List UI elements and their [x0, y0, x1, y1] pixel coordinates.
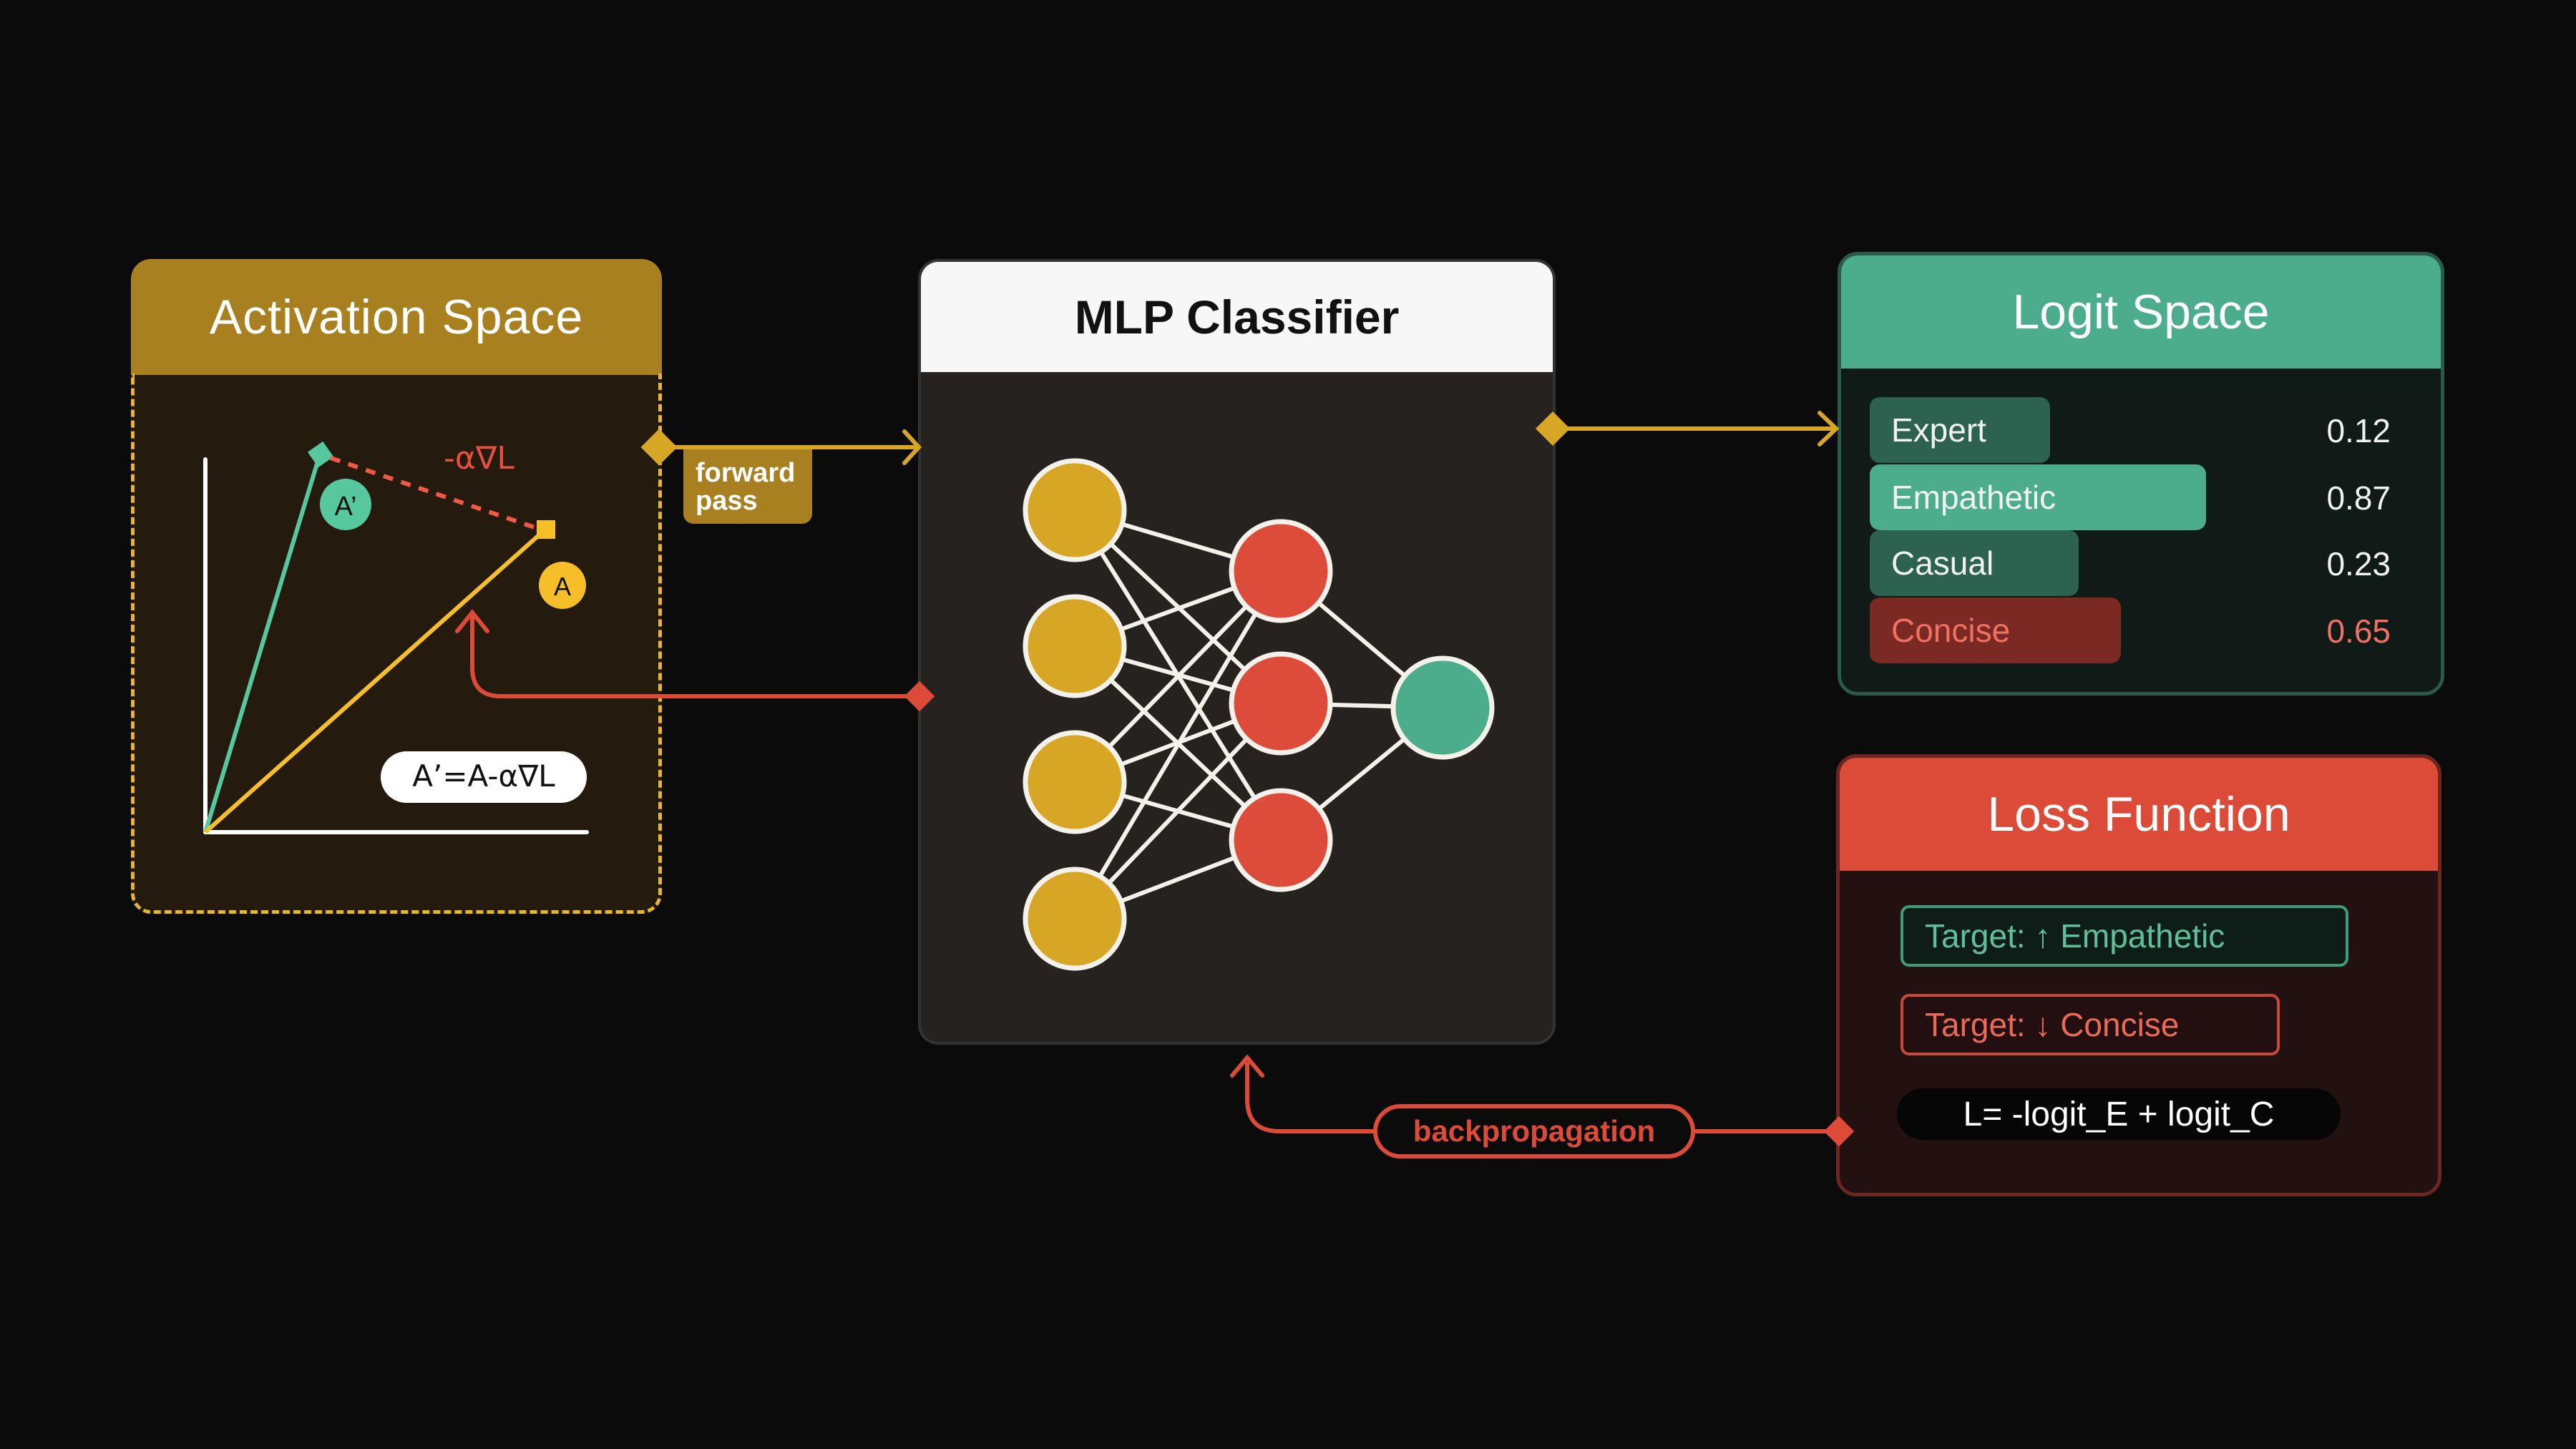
a-prime-badge-label: A’: [335, 492, 357, 522]
logit-bar-casual: Casual: [1870, 530, 2079, 596]
backpropagation-label: backpropagation: [1413, 1114, 1655, 1148]
activation-update-arrow: [470, 614, 919, 698]
backpropagation-diamond: [1823, 1116, 1855, 1147]
logit-value-casual: 0.23: [2326, 545, 2391, 582]
activation-update-diamond: [904, 680, 935, 712]
hidden-node: [1229, 519, 1333, 623]
input-node: [1023, 594, 1127, 698]
logit-space-title: Logit Space: [1841, 255, 2441, 369]
backpropagation-arrowhead: [1230, 1054, 1264, 1078]
a-prime-badge: [320, 479, 371, 530]
loss-function-title: Loss Function: [1840, 758, 2438, 871]
output-node: [1390, 655, 1495, 760]
logit-value-expert: 0.12: [2326, 412, 2391, 449]
logit-arrowhead: [1818, 411, 1840, 447]
mlp-classifier-panel: MLP Classifier: [918, 259, 1556, 1045]
neural-network: [1023, 458, 1495, 971]
activation-space-dashed-border: [131, 374, 662, 914]
gradient-label: -α∇L: [444, 440, 514, 477]
input-node: [1023, 458, 1127, 562]
logit-bar-empathetic: Empathetic: [1870, 464, 2206, 530]
vector-a-prime-head: [307, 441, 334, 468]
forward-pass-diamond: [640, 429, 678, 466]
update-formula-pill: [381, 751, 587, 803]
logit-bar-concise: Concise: [1870, 597, 2121, 663]
backpropagation-arrow: [1245, 1062, 1839, 1133]
logit-arrow-diamond: [1535, 411, 1571, 447]
logit-value-empathetic: 0.87: [2326, 479, 2391, 517]
activation-axes: [203, 457, 589, 834]
forward-pass-label-line1: forward: [696, 458, 795, 488]
a-badge: [539, 562, 586, 609]
target-concise-box: Target: ↓ Concise: [1901, 994, 2280, 1055]
forward-pass-arrowhead: [902, 429, 922, 465]
nn-connection: [1073, 570, 1283, 920]
vector-a: [204, 527, 547, 834]
vector-a-prime: [203, 454, 322, 833]
a-badge-label: A: [554, 572, 571, 601]
input-node: [1023, 730, 1127, 834]
mlp-classifier-title: MLP Classifier: [921, 262, 1553, 372]
target-empathetic-box: Target: ↑ Empathetic: [1901, 905, 2348, 967]
logit-bar-expert: Expert: [1870, 397, 2050, 463]
forward-pass-label-bg: [683, 449, 812, 524]
update-formula: A’=A-α∇L: [412, 758, 555, 794]
activation-update-arrowhead: [455, 609, 489, 633]
input-node: [1023, 867, 1127, 971]
hidden-node: [1229, 788, 1333, 892]
activation-space-title: Activation Space: [131, 259, 662, 375]
hidden-node: [1229, 651, 1333, 756]
backpropagation-pill: [1373, 1104, 1695, 1158]
loss-formula: L= -logit_E + logit_C: [1897, 1088, 2341, 1140]
forward-pass-label-line2: pass: [696, 486, 758, 516]
vector-a-head: [537, 520, 555, 539]
logit-value-concise: 0.65: [2326, 613, 2391, 650]
loss-function-panel: Loss Function Target: ↑ Empathetic Targe…: [1836, 754, 2441, 1196]
